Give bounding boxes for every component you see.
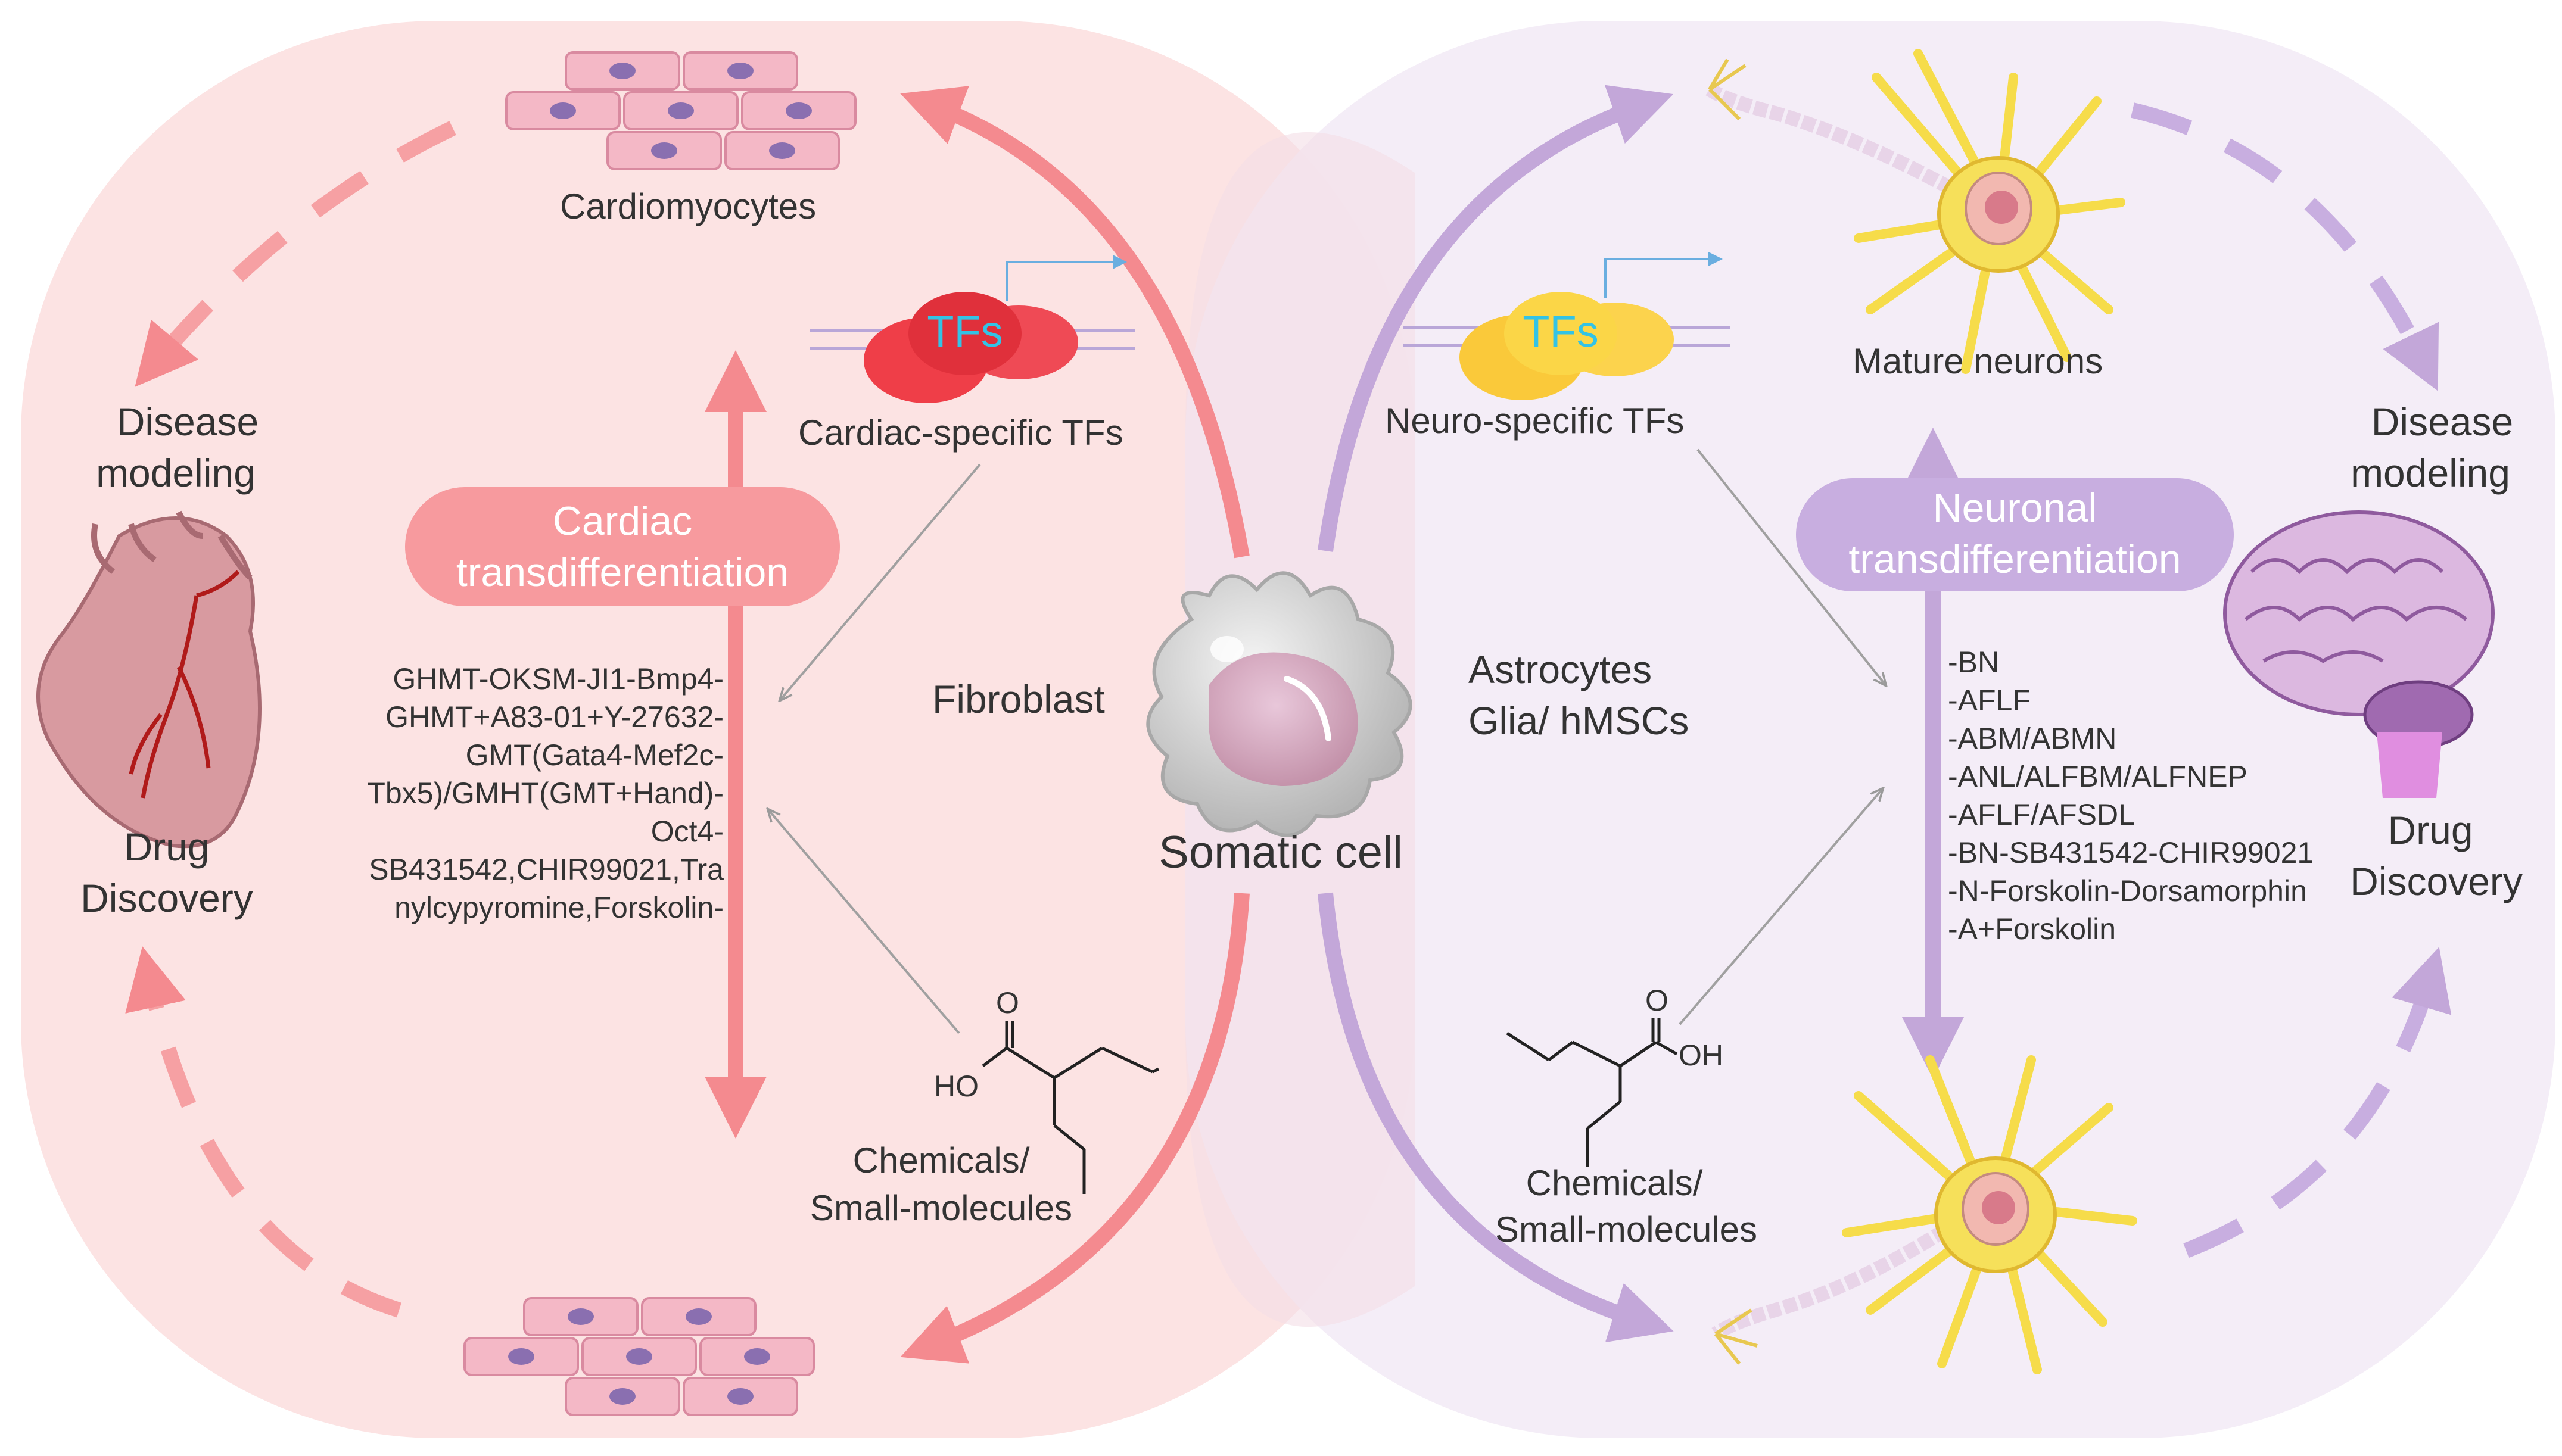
fibroblast-label: Fibroblast	[932, 677, 1105, 721]
neuro-drug-discovery-line2: Discovery	[2350, 859, 2523, 903]
neuro-pill	[1796, 478, 2234, 591]
gray-arrow-neuro-chem	[1679, 789, 1882, 1025]
neuro-drug-discovery-line1: Drug	[2387, 808, 2473, 852]
cardiac-cocktail-item: Oct4-	[650, 815, 724, 848]
neuro-chem-oxygen: O	[1645, 984, 1668, 1017]
arrow-to-neurons-top	[1318, 85, 1674, 552]
neuro-chem-label-line2: Small-molecules	[1495, 1209, 1758, 1249]
cardiomyocytes-top-icon	[505, 51, 857, 170]
neuron-top-icon	[1705, 49, 2125, 374]
somatic-cell-icon	[1146, 571, 1412, 837]
somatic-cell-label: Somatic cell	[1159, 827, 1403, 878]
cardiac-cocktail-item: Tbx5)/GMHT(GMT+Hand)-	[367, 777, 724, 810]
neuro-chem-label-line1: Chemicals/	[1526, 1163, 1703, 1203]
cardiomyocytes-bottom-icon	[463, 1297, 815, 1416]
brain-icon	[2223, 510, 2495, 798]
cardiac-pill-line2: transdifferentiation	[456, 550, 789, 595]
cardiac-cocktail-item: GHMT-OKSM-JI1-Bmp4-	[393, 662, 724, 696]
valproic-acid-left-icon	[982, 1021, 1160, 1194]
neuro-cocktail-list: -BN -AFLF -ABM/ABMN -ANL/ALFBM/ALFNEP -A…	[1948, 643, 2314, 948]
cardiac-tf-label: Cardiac-specific TFs	[798, 413, 1123, 453]
neuro-tf-badge: TFs	[1523, 307, 1599, 356]
gray-arrow-cardiac-tf	[780, 463, 981, 700]
cardiac-pill	[405, 487, 840, 606]
arrow-to-neurons-bottom	[1318, 892, 1674, 1343]
gray-arrow-cardiac-chem	[768, 810, 960, 1034]
cardiac-drug-discovery-line1: Drug	[124, 825, 210, 869]
neuro-dashed-arrow-top	[2131, 102, 2439, 391]
arrow-to-cardiomyocytes-bottom	[900, 893, 1250, 1364]
neuro-pill-line1: Neuronal	[1932, 485, 2097, 531]
neuro-cocktail-item: -AFLF/AFSDL	[1948, 798, 2135, 831]
neuro-dashed-arrow-bottom	[2183, 947, 2452, 1258]
cardiac-disease-modeling-line1: Disease	[116, 400, 259, 444]
valproic-acid-right-icon	[1506, 1018, 1678, 1167]
neuro-disease-modeling-line2: modeling	[2351, 451, 2510, 495]
neuro-cocktail-item: -N-Forskolin-Dorsamorphin	[1948, 874, 2307, 908]
neuro-tf-label: Neuro-specific TFs	[1385, 401, 1685, 441]
cardiac-cocktail-item: GHMT+A83-01+Y-27632-	[385, 700, 724, 734]
cardiac-cocktail-item: SB431542,CHIR99021,Tra	[369, 853, 724, 886]
neuro-cocktail-item: -AFLF	[1948, 684, 2031, 717]
neuro-cocktail-item: -BN	[1948, 646, 2000, 679]
neuro-pill-line2: transdifferentiation	[1848, 537, 2181, 582]
neuro-disease-modeling-line1: Disease	[2371, 400, 2514, 444]
cardiac-chem-label-line1: Chemicals/	[852, 1140, 1030, 1180]
cardiac-dashed-arrow-bottom	[125, 946, 401, 1318]
neuro-cocktail-item: -A+Forskolin	[1948, 912, 2116, 946]
cardiac-disease-modeling-line2: modeling	[96, 451, 256, 495]
cardiac-chem-oxygen: O	[996, 986, 1019, 1019]
cardiac-chem-hydroxyl: HO	[934, 1070, 979, 1103]
cardiac-tf-badge: TFs	[927, 307, 1003, 356]
neuro-cocktail-item: -ABM/ABMN	[1948, 722, 2117, 755]
cardiac-cocktail-item: GMT(Gata4-Mef2c-	[465, 738, 724, 772]
neuro-cocktail-item: -ANL/ALFBM/ALFNEP	[1948, 760, 2247, 793]
glia-hmscs-label: Glia/ hMSCs	[1468, 699, 1689, 743]
cardiac-drug-discovery-line2: Discovery	[80, 876, 253, 920]
neuro-cocktail-item: -BN-SB431542-CHIR99021	[1948, 836, 2314, 869]
neuro-tf-icon	[1403, 252, 1730, 400]
cardiomyocytes-label: Cardiomyocytes	[560, 186, 817, 226]
cardiac-cocktail-list: GHMT-OKSM-JI1-Bmp4- GHMT+A83-01+Y-27632-…	[298, 660, 724, 927]
arrow-to-cardiomyocytes-top	[900, 86, 1250, 559]
neuron-bottom-icon	[1711, 1055, 2137, 1374]
cardiac-cocktail-item: nylcypyromine,Forskolin-	[394, 891, 724, 924]
cardiac-pill-line1: Cardiac	[552, 498, 693, 544]
cardiac-chem-label-line2: Small-molecules	[810, 1188, 1073, 1228]
neuro-chem-hydroxyl: OH	[1679, 1039, 1723, 1072]
mature-neurons-label: Mature neurons	[1853, 341, 2103, 381]
gray-arrow-neuro-tf	[1696, 448, 1885, 685]
cardiac-tf-icon	[810, 255, 1135, 403]
cardiac-dashed-arrow-top	[135, 121, 456, 387]
astrocytes-label: Astrocytes	[1468, 647, 1652, 691]
heart-icon	[36, 510, 262, 849]
